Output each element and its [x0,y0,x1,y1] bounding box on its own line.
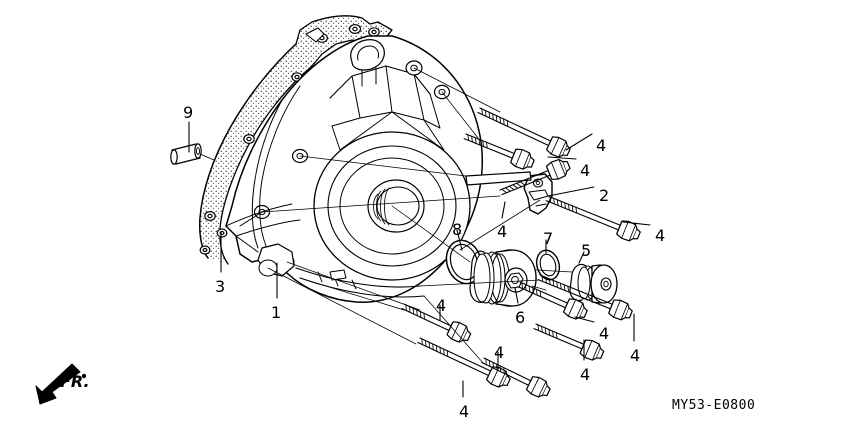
callout-leader-line [501,201,506,219]
callout-leader-line [565,133,593,151]
callout-number: 4 [599,324,610,343]
callout-leader-line [622,221,651,226]
threaded-plug-item5 [569,263,618,304]
callout-number: 4 [494,343,505,362]
callout-number: 4 [580,365,591,384]
callout-leader-line [574,316,595,323]
callout-number: 8 [452,220,463,239]
crankcase-cover-body [225,35,484,303]
callout-number: 1 [271,303,282,322]
ribbed-pulley-item6 [469,249,537,307]
callout-number: 4 [580,161,591,180]
callout-number: 6 [515,308,526,327]
callout-number: 2 [599,186,610,205]
callout-leader-line [547,156,577,160]
dowel-assembly-line [199,153,215,161]
seal-ring-item7 [535,249,561,281]
callout-number: 4 [436,296,447,315]
callout-leaders [188,121,651,398]
fr-label: FR. [60,372,90,391]
callout-number: 4 [630,346,641,365]
dowel-pin-item9 [170,143,202,165]
callout-leader-line [514,287,519,304]
callout-number: 4 [459,402,470,421]
callout-number: 7 [543,229,554,248]
callout-number: 5 [581,241,592,260]
callout-leader-line [578,251,585,264]
callout-number: 4 [497,222,508,241]
cover-gasket-outline [199,15,393,265]
callout-number: 4 [655,226,666,245]
callout-number: 3 [215,277,226,296]
callout-number: 9 [183,103,194,122]
callout-number: 4 [596,136,607,155]
assembly-projection-lines [261,67,573,365]
callout-leader-line [456,229,463,251]
part-number-label: MY53-E0800 [672,398,756,413]
fr-direction-arrow [35,363,87,405]
callout-leader-line [547,186,595,197]
